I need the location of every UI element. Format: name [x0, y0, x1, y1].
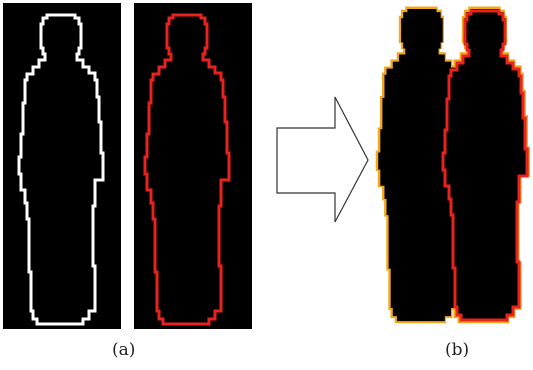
caption-b: (b)	[445, 340, 470, 360]
caption-a: (a)	[112, 340, 136, 360]
right-block-arrow-icon	[276, 96, 369, 223]
panel-b-merged-silhouettes	[375, 6, 531, 324]
panel-a-red-silhouette	[134, 3, 252, 329]
black-background-right	[134, 3, 252, 329]
black-background-left	[3, 3, 121, 329]
panel-a-white-silhouette	[3, 3, 121, 329]
